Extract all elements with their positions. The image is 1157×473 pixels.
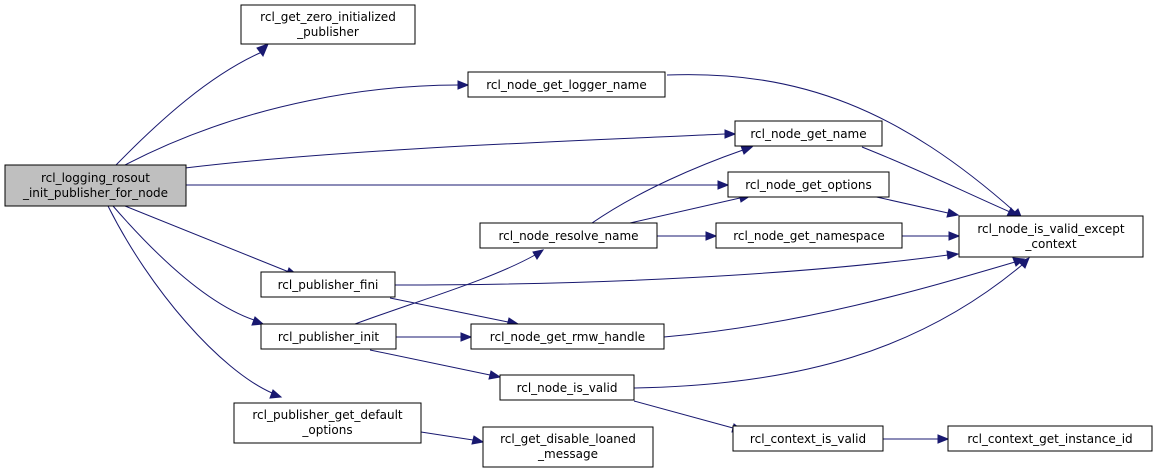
node-rcl-publisher-get-default-options[interactable]: rcl_publisher_get_default _options	[233, 402, 422, 444]
edge-publisher-init-to-is-valid	[369, 349, 502, 380]
edge-root-to-get-options	[186, 180, 730, 190]
svg-text:rcl_publisher_get_default: rcl_publisher_get_default	[252, 408, 403, 422]
node-rcl-node-get-rmw-handle[interactable]: rcl_node_get_rmw_handle	[470, 323, 665, 350]
svg-text:_message: _message	[537, 447, 598, 461]
svg-text:rcl_logging_rosout: rcl_logging_rosout	[41, 171, 150, 185]
edge-default-options-to-loaned	[420, 431, 485, 445]
edge-is-valid-to-valid-except	[633, 257, 1030, 389]
svg-text:_options: _options	[301, 423, 352, 437]
edge-publisher-init-to-rmw-handle	[396, 332, 473, 342]
node-rcl-node-resolve-name[interactable]: rcl_node_resolve_name	[479, 222, 658, 249]
svg-text:rcl_node_get_options: rcl_node_get_options	[745, 178, 871, 192]
edge-resolve-name-to-get-namespace	[657, 231, 718, 241]
svg-text:rcl_publisher_fini: rcl_publisher_fini	[278, 278, 379, 292]
node-rcl-node-is-valid-except-context[interactable]: rcl_node_is_valid_except _context	[958, 215, 1144, 258]
node-rcl-node-get-options[interactable]: rcl_node_get_options	[727, 171, 890, 198]
node-rcl-logging-rosout-init-publisher-for-node[interactable]: rcl_logging_rosout _init_publisher_for_n…	[4, 164, 187, 207]
node-rcl-context-get-instance-id[interactable]: rcl_context_get_instance_id	[947, 425, 1153, 452]
svg-text:rcl_node_resolve_name: rcl_node_resolve_name	[498, 229, 638, 243]
edge-resolve-name-to-get-name	[591, 145, 754, 224]
node-rcl-publisher-fini[interactable]: rcl_publisher_fini	[260, 271, 396, 298]
edge-get-options-to-valid-except	[871, 195, 960, 218]
svg-text:rcl_get_zero_initialized: rcl_get_zero_initialized	[260, 10, 396, 24]
node-rcl-get-disable-loaned-message[interactable]: rcl_get_disable_loaned _message	[482, 426, 654, 468]
node-rcl-publisher-init[interactable]: rcl_publisher_init	[260, 323, 397, 350]
edge-resolve-name-to-get-options	[629, 193, 752, 224]
edge-rmw-handle-to-valid-except	[663, 257, 1026, 338]
svg-text:rcl_node_is_valid_except: rcl_node_is_valid_except	[977, 222, 1125, 236]
svg-text:_publisher: _publisher	[296, 25, 359, 39]
edge-get-namespace-to-valid-except	[902, 231, 961, 241]
svg-text:rcl_node_get_namespace: rcl_node_get_namespace	[733, 229, 885, 243]
edge-root-to-logger-name	[124, 80, 470, 166]
node-rcl-get-zero-initialized-publisher[interactable]: rcl_get_zero_initialized _publisher	[240, 4, 416, 45]
edge-publisher-init-to-resolve-name	[354, 249, 545, 325]
edge-publisher-fini-to-valid-except	[394, 250, 960, 286]
edge-context-valid-to-instance-id	[883, 434, 950, 444]
nodes: rcl_logging_rosout _init_publisher_for_n…	[4, 4, 1153, 468]
edge-root-to-default-options	[107, 205, 283, 399]
svg-text:rcl_context_is_valid: rcl_context_is_valid	[750, 432, 866, 446]
edge-publisher-fini-to-rmw-handle	[389, 297, 520, 327]
edge-root-to-publisher-fini	[124, 205, 299, 277]
node-rcl-node-get-logger-name[interactable]: rcl_node_get_logger_name	[467, 71, 666, 98]
svg-text:rcl_node_get_rmw_handle: rcl_node_get_rmw_handle	[490, 330, 645, 344]
svg-text:rcl_node_is_valid: rcl_node_is_valid	[517, 381, 618, 395]
svg-text:rcl_get_disable_loaned: rcl_get_disable_loaned	[500, 432, 636, 446]
node-rcl-node-get-namespace[interactable]: rcl_node_get_namespace	[715, 222, 903, 249]
node-rcl-node-is-valid[interactable]: rcl_node_is_valid	[499, 374, 635, 401]
svg-text:rcl_node_get_name: rcl_node_get_name	[750, 127, 866, 141]
node-rcl-context-is-valid[interactable]: rcl_context_is_valid	[732, 425, 884, 452]
svg-text:_init_publisher_for_node: _init_publisher_for_node	[22, 186, 168, 200]
svg-text:rcl_publisher_init: rcl_publisher_init	[278, 330, 380, 344]
node-rcl-node-get-name[interactable]: rcl_node_get_name	[734, 120, 883, 147]
svg-text:rcl_node_get_logger_name: rcl_node_get_logger_name	[486, 78, 647, 92]
edge-root-to-zero-publisher	[115, 43, 269, 166]
edge-root-to-get-name	[184, 129, 737, 169]
svg-text:_context: _context	[1024, 237, 1077, 251]
svg-text:rcl_context_get_instance_id: rcl_context_get_instance_id	[967, 432, 1132, 446]
edge-root-to-publisher-init	[112, 205, 265, 326]
